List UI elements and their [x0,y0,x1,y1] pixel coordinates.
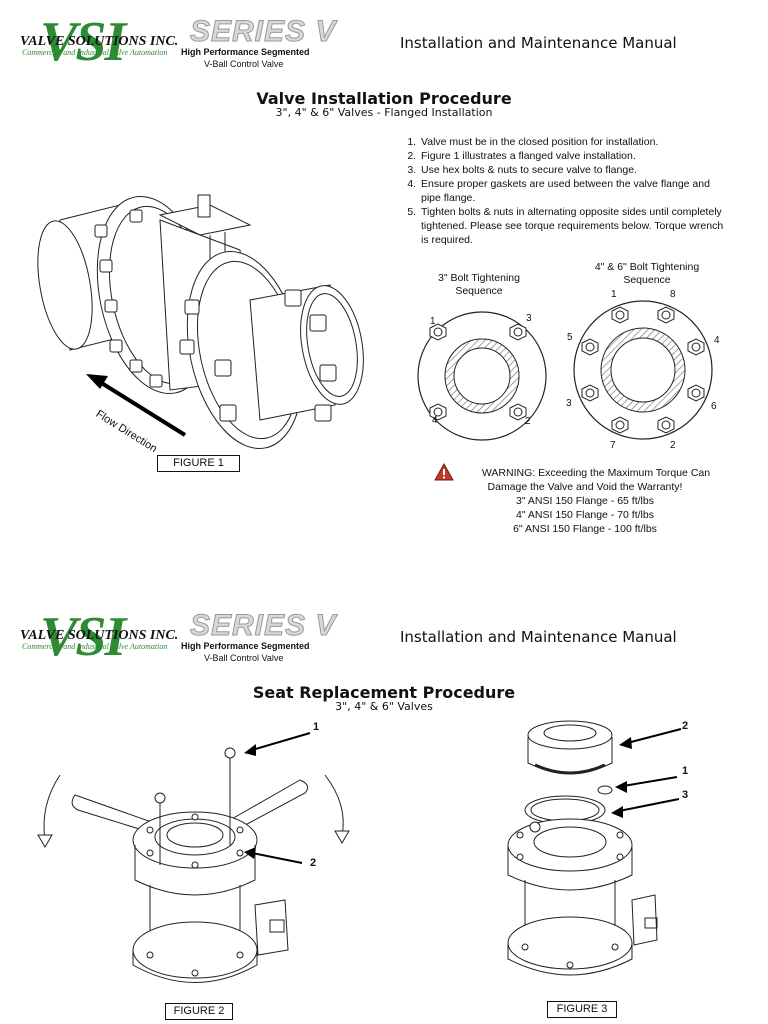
seq46-num: 2 [670,440,676,451]
step-item: Use hex bolts & nuts to secure valve to … [419,163,731,177]
page-title: Valve Installation Procedure [256,89,512,108]
manual-title: Installation and Maintenance Manual [400,34,677,52]
seq46-caption: 4" & 6" Bolt Tightening Sequence [594,261,700,286]
manual-title: Installation and Maintenance Manual [400,628,677,646]
company-name: VALVE SOLUTIONS INC. [20,34,179,49]
installation-steps: Valve must be in the closed position for… [401,135,731,247]
page-subtitle: 3", 4" & 6" Valves [335,700,433,713]
seat-removal-illustration [37,732,350,983]
series-logo: SERIES V [189,15,337,48]
step-item: Tighten bolts & nuts in alternating oppo… [419,205,731,247]
product-line2: V-Ball Control Valve [204,653,284,663]
seat-install-illustration [507,720,682,976]
bolt-pattern-3in [417,311,547,441]
seq46-num: 1 [611,289,617,300]
seq46-num: 5 [567,332,573,343]
figure-3-label: FIGURE 3 [547,1001,617,1018]
torque-3in: 3" ANSI 150 Flange - 65 ft/lbs [516,495,654,507]
seq3-caption: 3" Bolt Tightening Sequence [438,272,520,297]
seq46-num: 6 [711,401,717,412]
torque-6in: 6" ANSI 150 Flange - 100 ft/lbs [513,523,657,535]
company-tagline: Commercial and Industrial Valve Automati… [22,642,168,651]
fig2-callout: 2 [310,857,317,869]
product-line2: V-Ball Control Valve [204,59,284,69]
step-item: Ensure proper gaskets are used between t… [419,177,731,205]
company-tagline: Commercial and Industrial Valve Automati… [22,48,168,57]
vsi-logo: VSI [40,606,126,668]
vsi-logo: VSI [40,11,126,73]
product-line1: High Performance Segmented [181,641,310,651]
fig3-callout: 3 [682,789,689,801]
warning-icon [434,463,454,481]
step-item: Figure 1 illustrates a flanged valve ins… [419,149,731,163]
flanged-valve-illustration [37,194,364,449]
seq46-num: 3 [566,398,572,409]
warning-line1: WARNING: Exceeding the Maximum Torque Ca… [481,467,711,479]
seq46-num: 8 [670,289,676,300]
warning-text: WARNING: Exceeding the Maximum Torque Ca… [440,466,730,536]
seq46-num: 7 [610,440,616,451]
step-item: Valve must be in the closed position for… [419,135,731,149]
seq46-num: 4 [714,335,720,346]
seq3-num: 2 [525,416,531,427]
bolt-pattern-4-6in [573,300,713,440]
seq3-num: 1 [430,316,436,327]
fig3-callout: 2 [682,720,689,732]
page-subtitle: 3", 4" & 6" Valves - Flanged Installatio… [275,106,493,119]
figure-2-label: FIGURE 2 [165,1003,233,1020]
seq3-num: 3 [526,313,532,324]
page-title: Seat Replacement Procedure [252,683,516,702]
series-logo: SERIES V [189,609,337,642]
torque-4in: 4" ANSI 150 Flange - 70 ft/lbs [516,509,654,521]
fig3-callout: 1 [682,765,689,777]
warning-line2: Damage the Valve and Void the Warranty! [487,481,683,493]
figure-1-label: FIGURE 1 [157,455,240,472]
seq3-num: 4 [432,415,438,426]
product-line1: High Performance Segmented [181,47,310,57]
fig2-callout: 1 [313,721,320,733]
company-name: VALVE SOLUTIONS INC. [20,628,179,643]
